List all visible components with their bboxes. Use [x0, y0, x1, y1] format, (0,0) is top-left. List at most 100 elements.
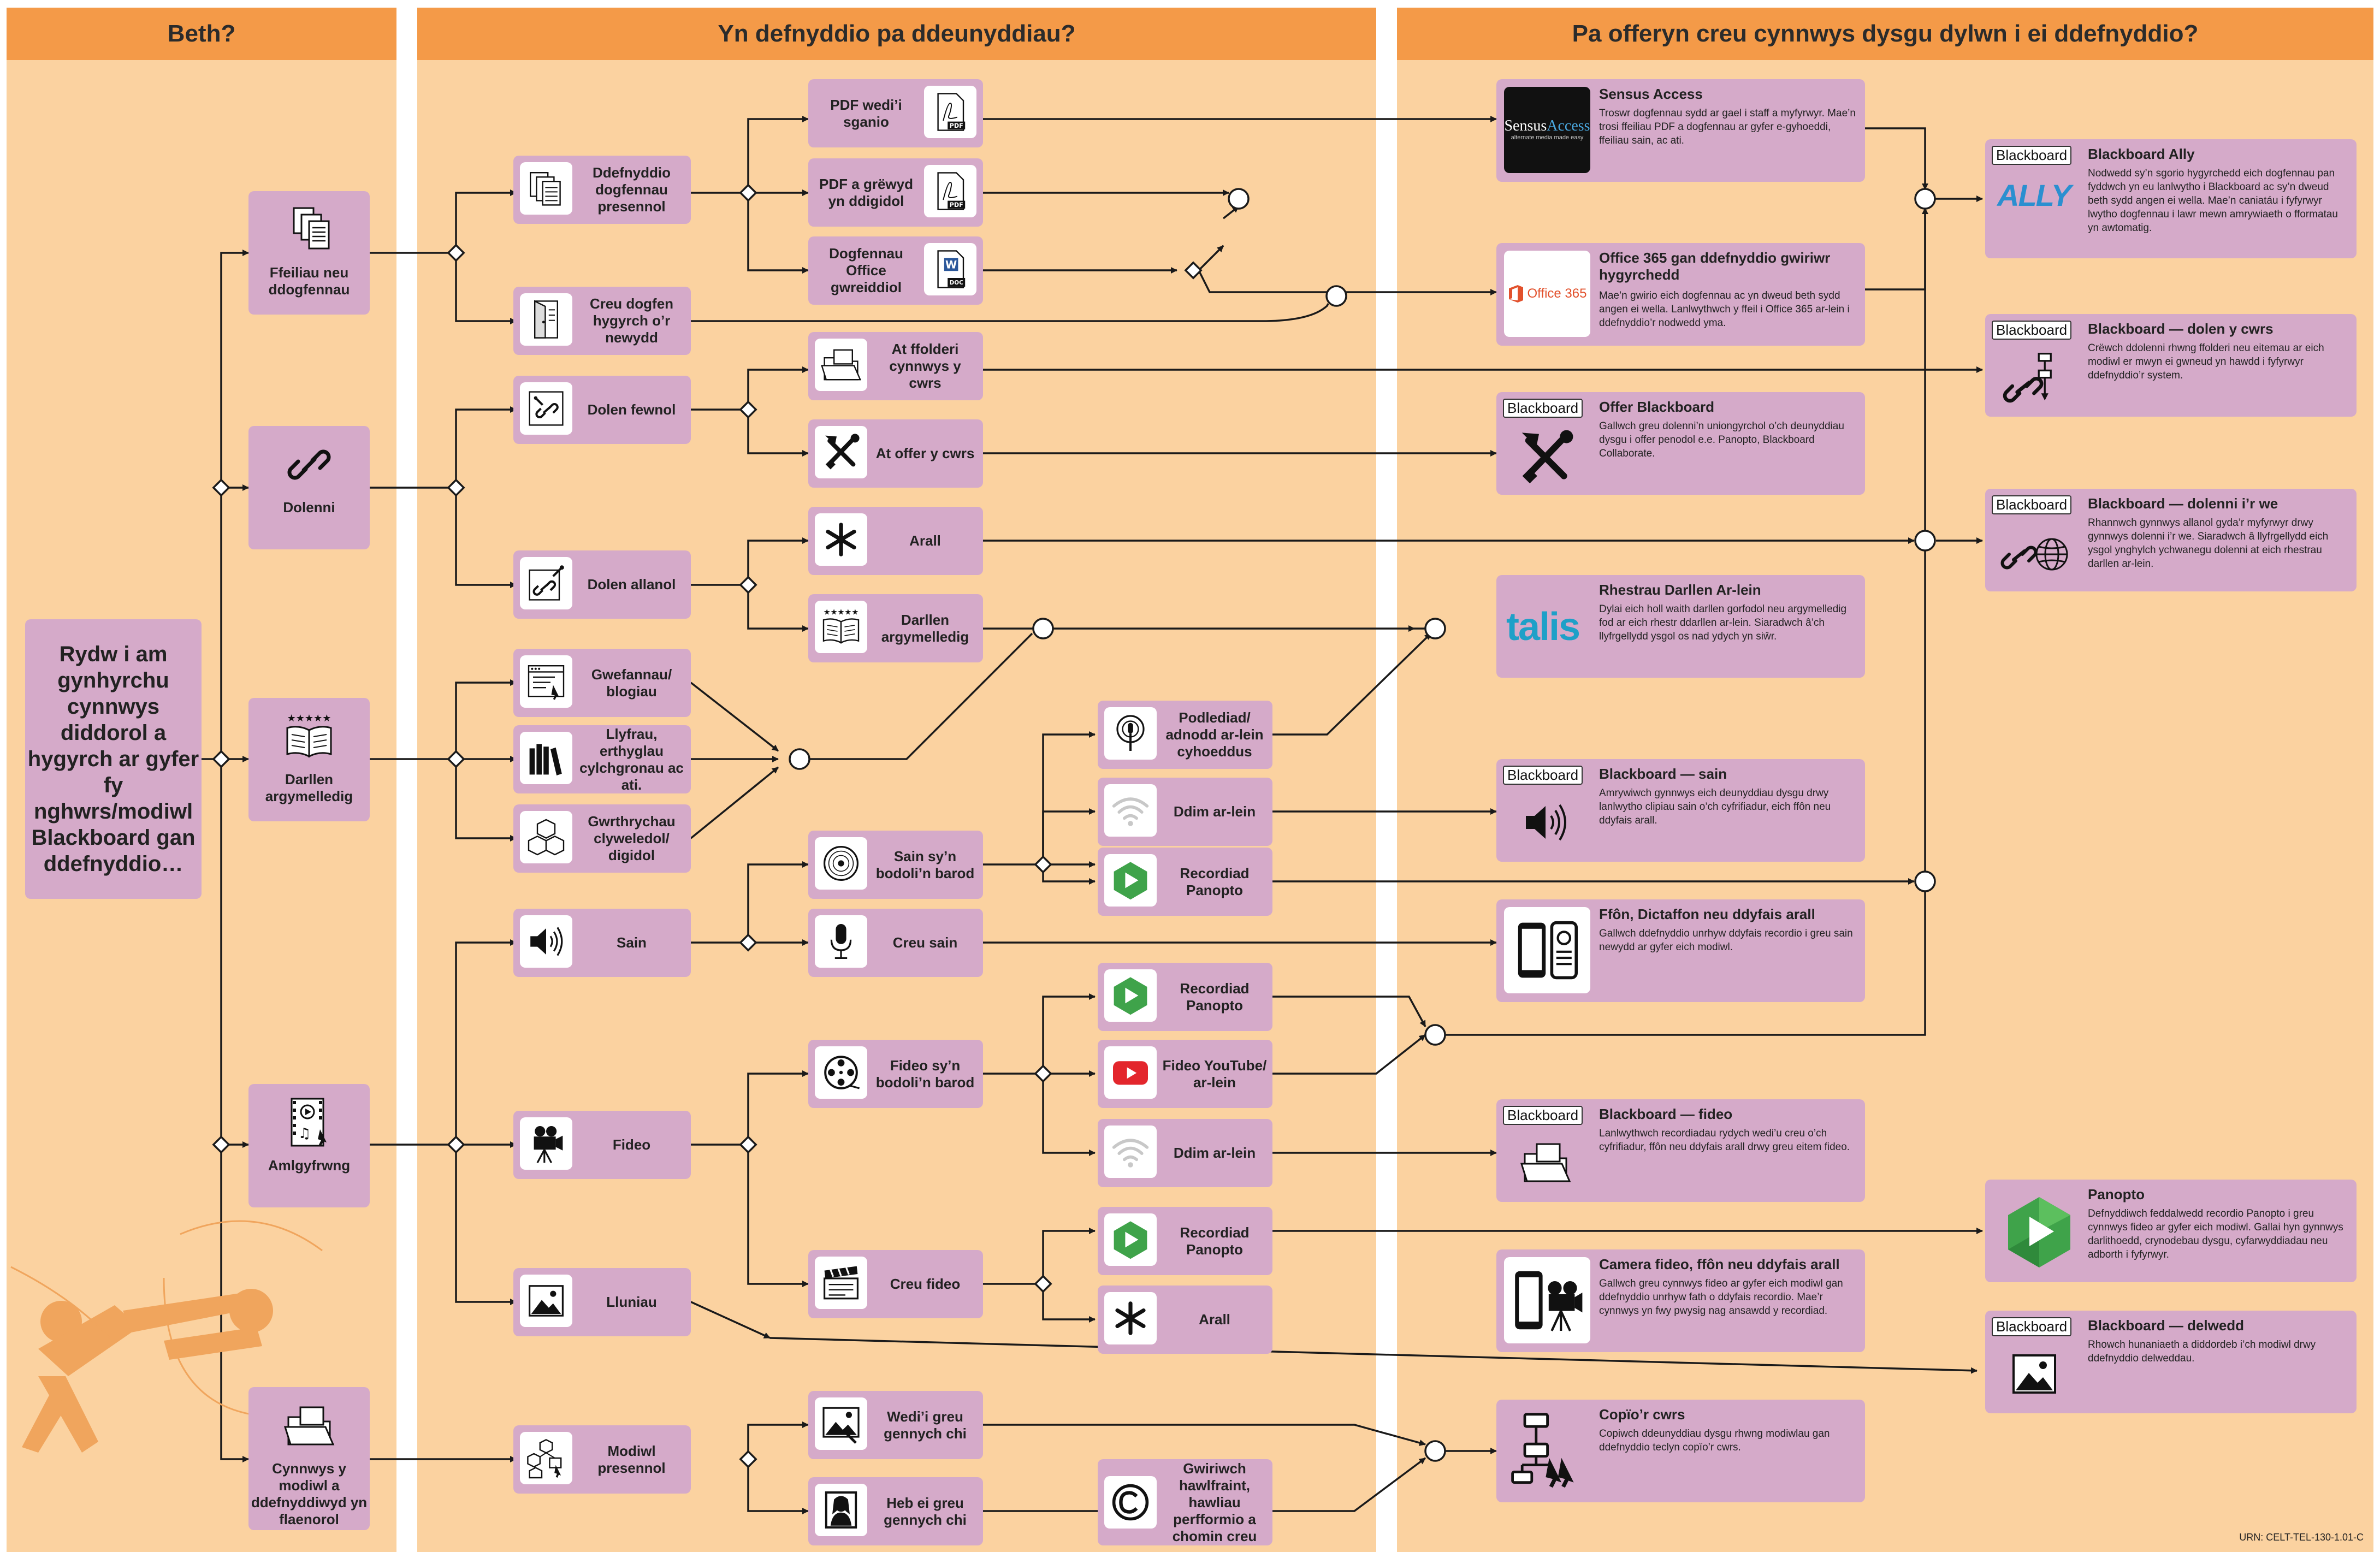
category-reading[interactable]: ★★★★★ Darllen argymelledig [248, 698, 370, 821]
category-multimedia[interactable]: ♫ Amlgyfrwng [248, 1084, 370, 1207]
blackboard-tag: Blackboard [1992, 321, 2072, 340]
result-talis[interactable]: talis Rhestrau Darllen Ar-lein Dylai eic… [1496, 575, 1865, 678]
result-talis-title: Rhestrau Darllen Ar-lein [1599, 582, 1761, 598]
node-existing-video-label: Fideo sy’n bodoli’n barod [875, 1057, 975, 1091]
portrait-icon [815, 1484, 867, 1536]
svg-text:★★★★★: ★★★★★ [824, 608, 859, 617]
node-panopto-rec-create[interactable]: Recordiad Panopto [1098, 1207, 1272, 1275]
internal-link-icon [520, 382, 572, 435]
result-office365[interactable]: Office 365 Office 365 gan ddefnyddio gwi… [1496, 243, 1865, 346]
result-offer-blackboard-desc: Gallwch greu dolenni’n uniongyrchol o’ch… [1599, 420, 1844, 459]
blackboard-tag: Blackboard [1503, 399, 1583, 418]
browser-window-icon [520, 655, 572, 708]
node-internal-link-label: Dolen fewnol [587, 401, 676, 418]
node-websites[interactable]: Gwefannau/ blogiau [513, 649, 691, 717]
category-reading-label: Darllen argymelledig [265, 771, 353, 804]
category-existing-content[interactable]: Cynnwys y modiwl a ddefnyddiwyd yn flaen… [248, 1387, 370, 1530]
result-offer-blackboard-title: Offer Blackboard [1599, 399, 1714, 415]
result-camera[interactable]: Camera fideo, ffôn neu ddyfais arall Gal… [1496, 1249, 1865, 1352]
result-panopto[interactable]: Panopto Defnyddiwch feddalwedd recordio … [1985, 1180, 2357, 1282]
result-blackboard-weblinks-title: Blackboard — dolenni i’r we [2088, 495, 2278, 512]
result-blackboard-image-desc: Rhowch hunaniaeth a diddordeb i’ch modiw… [2088, 1339, 2316, 1364]
node-existing-modules-label: Modiwl presennol [597, 1442, 666, 1476]
vinyl-record-icon [815, 837, 867, 890]
result-blackboard-weblinks[interactable]: Blackboard Blackboard — dolenni i’r we R… [1985, 489, 2357, 591]
node-books[interactable]: Llyfrau, erthyglau cylchgronau ac ati. [513, 725, 691, 793]
node-to-tools-label: At offer y cwrs [875, 445, 975, 461]
header-beth: Beth? [7, 8, 396, 60]
node-offline-video[interactable]: Ddim ar-lein [1098, 1119, 1272, 1187]
tools-icon [815, 426, 867, 478]
node-pdf-digital[interactable]: PDF a grëwyd yn ddigidol PDF [808, 158, 983, 227]
pdf-text: PDF [950, 202, 963, 209]
svg-text:♫: ♫ [298, 1126, 311, 1142]
node-pdf-scanned[interactable]: PDF wedi’i sganio PDF [808, 79, 983, 147]
result-blackboard-course-link[interactable]: Blackboard Blackboard — dolen y cwrs Crë… [1985, 314, 2357, 417]
node-external-link[interactable]: Dolen allanol [513, 550, 691, 619]
result-blackboard-image[interactable]: Blackboard Blackboard — delwedd Rhowch h… [1985, 1311, 2357, 1413]
node-audio[interactable]: Sain [513, 909, 691, 977]
pdf-text: PDF [950, 122, 963, 129]
node-to-tools[interactable]: At offer y cwrs [808, 419, 983, 488]
node-video[interactable]: Fideo [513, 1111, 691, 1179]
node-reading-rec[interactable]: ★★★★★ Darllen argymelledig [808, 594, 983, 662]
result-copy-course-title: Copïo’r cwrs [1599, 1406, 1685, 1423]
result-copy-course[interactable]: Copïo’r cwrs Copiwch ddeunyddiau dysgu r… [1496, 1400, 1865, 1502]
node-existing-modules[interactable]: Modiwl presennol [513, 1425, 691, 1494]
blackboard-tag: Blackboard [1992, 1317, 2072, 1336]
node-images[interactable]: Lluniau [513, 1268, 691, 1336]
node-other-1-label: Arall [909, 532, 941, 549]
node-to-folders[interactable]: At ffolderi cynnwys y cwrs [808, 332, 983, 400]
wifi-off-icon [1104, 784, 1157, 837]
node-podcast[interactable]: Podlediad/ adnodd ar-lein cyhoeddus [1098, 701, 1272, 769]
node-copyright[interactable]: Gwiriwch hawlfraint, hawliau perfformio … [1098, 1459, 1272, 1545]
result-blackboard-weblinks-desc: Rhannwch gynnwys allanol gyda’r myfyrwyr… [2088, 517, 2329, 570]
sensus-logo-word-a: Sensus [1504, 117, 1547, 134]
node-internal-link[interactable]: Dolen fewnol [513, 376, 691, 444]
node-panopto-rec-video-label: Recordiad Panopto [1180, 980, 1250, 1014]
asterisk-icon [1104, 1292, 1157, 1344]
node-panopto-rec-video[interactable]: Recordiad Panopto [1098, 963, 1272, 1031]
landscape-drawing-icon [815, 1397, 867, 1450]
result-camera-desc: Gallwch greu cynnwys fideo ar gyfer eich… [1599, 1278, 1843, 1317]
result-sensus-access[interactable]: SensusAccess alternate media made easy S… [1496, 79, 1865, 182]
film-reel-icon [815, 1046, 867, 1099]
node-create-video[interactable]: Creu fideo [808, 1250, 983, 1318]
picture-icon [2007, 1347, 2062, 1401]
node-existing-video[interactable]: Fideo sy’n bodoli’n barod [808, 1040, 983, 1108]
result-panopto-title: Panopto [2088, 1186, 2145, 1202]
node-existing-docs[interactable]: Ddefnyddio dogfennau presennol [513, 156, 691, 224]
result-offer-blackboard[interactable]: Blackboard Offer Blackboard Gallwch greu… [1496, 392, 1865, 495]
node-create-doc[interactable]: Creu dogfen hygyrch o’r newydd [513, 287, 691, 355]
node-create-audio[interactable]: Creu sain [808, 909, 983, 977]
speaker-icon [1518, 795, 1573, 850]
sensus-logo-word-b: Access [1547, 117, 1590, 134]
node-offline-audio[interactable]: Ddim ar-lein [1098, 778, 1272, 846]
category-files[interactable]: Ffeiliau neu ddogfennau [248, 191, 370, 315]
node-existing-audio[interactable]: Sain sy’n bodoli’n barod [808, 831, 983, 899]
node-not-made-by-you[interactable]: Heb ei greu gennych chi [808, 1477, 983, 1545]
decorative-figure [10, 1220, 323, 1453]
svg-text:W: W [945, 258, 957, 271]
node-audio-label: Sain [617, 934, 647, 951]
result-blackboard-ally[interactable]: Blackboard ALLY Blackboard Ally Nodwedd … [1985, 139, 2357, 258]
node-other-2[interactable]: Arall [1098, 1286, 1272, 1354]
node-other-2-label: Arall [1199, 1311, 1230, 1328]
node-other-1[interactable]: Arall [808, 507, 983, 575]
result-panopto-desc: Defnyddiwch feddalwedd recordio Panopto … [2088, 1208, 2343, 1260]
node-podcast-label: Podlediad/ adnodd ar-lein cyhoeddus [1165, 709, 1264, 760]
node-made-by-you[interactable]: Wedi’i greu gennych chi [808, 1391, 983, 1459]
link-flow-icon [2002, 350, 2062, 410]
category-links[interactable]: Dolenni [248, 426, 370, 549]
result-blackboard-audio[interactable]: Blackboard Blackboard — sain Amrywiwch g… [1496, 759, 1865, 862]
node-panopto-rec-audio-label: Recordiad Panopto [1180, 864, 1250, 898]
svg-text:★★★★★: ★★★★★ [287, 713, 331, 724]
node-youtube[interactable]: Fideo YouTube/ ar-lein [1098, 1040, 1272, 1108]
category-multimedia-label: Amlgyfrwng [268, 1157, 351, 1174]
result-blackboard-video[interactable]: Blackboard Blackboard — fideo Lanlwythwc… [1496, 1099, 1865, 1202]
result-blackboard-ally-title: Blackboard Ally [2088, 146, 2195, 162]
node-panopto-rec-audio[interactable]: Recordiad Panopto [1098, 848, 1272, 916]
result-phone-dictaphone[interactable]: Ffôn, Dictaffon neu ddyfais arall Gallwc… [1496, 899, 1865, 1002]
node-av-works[interactable]: Gwrthrychau clyweledol/ digidol [513, 804, 691, 873]
